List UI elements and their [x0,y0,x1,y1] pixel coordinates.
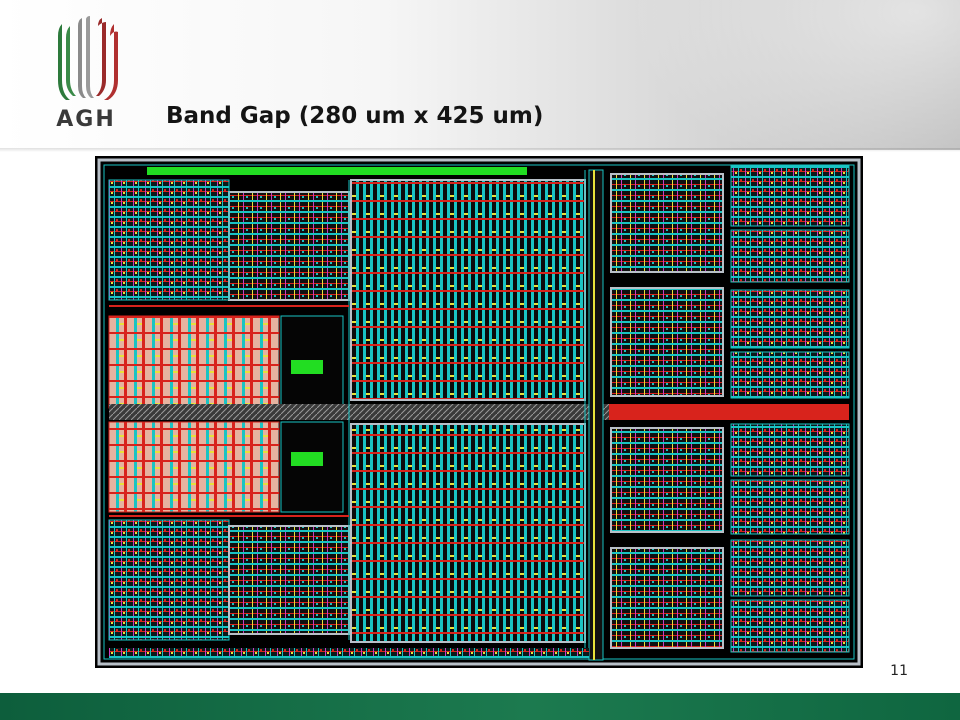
footer-bar [0,693,960,720]
agh-logo: AGH [48,16,124,136]
page-number: 11 [890,663,908,679]
ic-layout-image [95,156,863,668]
header-decoration [580,0,960,150]
header-divider [0,148,960,152]
chip-layout-icon [95,156,863,668]
agh-logo-icon [58,16,118,100]
slide-title: Band Gap (280 um x 425 um) [166,103,544,129]
logo-text: AGH [56,107,116,132]
slide-header [0,0,960,150]
